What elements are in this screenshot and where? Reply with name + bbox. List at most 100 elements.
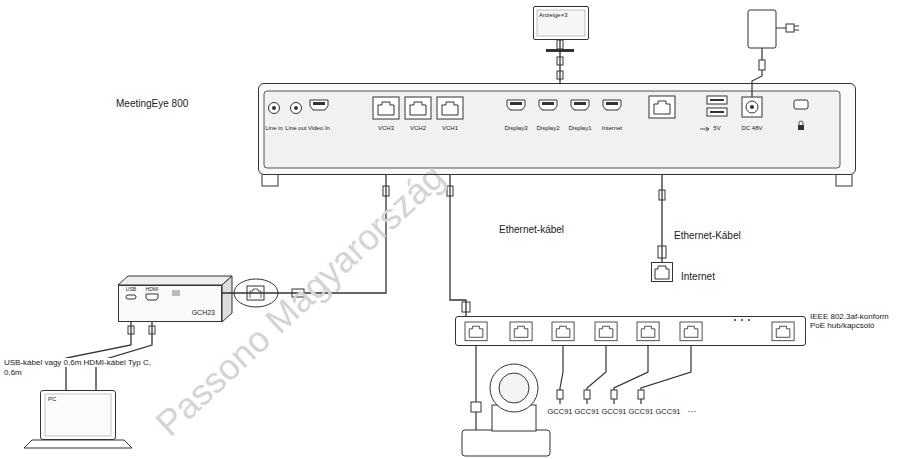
gch23-box: GCH23 <box>118 285 222 322</box>
audio-jack-core <box>294 106 298 110</box>
switch-label: IEEE 802.3af-konform PoE hub/kapcsoló <box>810 312 898 330</box>
camera-label: GCC91 <box>601 408 626 417</box>
rj45-port <box>373 97 399 119</box>
audio-jack <box>291 103 302 114</box>
wall-socket: Internet <box>651 262 673 282</box>
more-dot <box>748 319 750 321</box>
rj45-port <box>595 322 617 341</box>
port-label: Display3 <box>504 125 527 132</box>
camera-lens <box>499 373 529 403</box>
laptop-screen <box>40 390 116 440</box>
port-label: VCH1 <box>442 125 458 132</box>
laptop-screen: PC <box>40 390 116 440</box>
port-label: Display1 <box>568 125 591 132</box>
device-name: MeetingEye 800 <box>116 98 188 110</box>
gch23-front <box>118 285 222 322</box>
monitor-screen: Anzeige×3 <box>533 6 589 40</box>
padlock-symbol <box>798 125 804 130</box>
plug-prongs <box>794 26 799 30</box>
more-dot <box>741 319 743 321</box>
port-label: Line in <box>265 125 283 132</box>
hdmi-port <box>603 100 621 110</box>
poe-switch: IEEE 802.3af-konform PoE hub/kapcsoló <box>455 316 806 346</box>
port-label: Line out <box>285 125 306 132</box>
rj45-port <box>552 322 574 341</box>
camera-label: GCC91 <box>574 408 599 417</box>
cable-plug <box>584 390 590 399</box>
usb-symbol <box>700 127 709 131</box>
wall-socket <box>651 262 673 282</box>
cable-plug <box>759 60 765 70</box>
watermark: Passono Magyarország <box>148 156 453 444</box>
monitor-label: Anzeige×3 <box>539 12 568 19</box>
computer-label: PC <box>48 396 56 403</box>
wall-socket-jack <box>655 266 669 279</box>
camera-base <box>462 430 550 456</box>
rj45-port <box>680 322 702 341</box>
rj45-port <box>649 96 675 118</box>
hdmi-port <box>571 100 589 110</box>
device-housing: MeetingEye 800 <box>258 83 856 175</box>
monitor-face <box>533 6 589 40</box>
laptop-display <box>45 394 111 436</box>
port-label: Display2 <box>536 125 559 132</box>
gcc91-cable <box>641 346 691 404</box>
cable-label: Ethernet-kábel <box>497 224 566 236</box>
dc-cable <box>752 48 762 97</box>
port-label: 5V <box>713 125 720 132</box>
camera-label: GCC91 <box>655 408 680 417</box>
hdmi-port <box>146 294 158 300</box>
usb-port <box>707 96 727 104</box>
cable-label: Ethernet-Kábel <box>672 230 743 242</box>
cable-note: USB-kábel vagy 0,6m HDMI-kábel Typ C, <box>4 358 151 367</box>
port-label: DC 48V <box>741 125 762 132</box>
rj45-port <box>637 322 659 341</box>
port-label: Video In <box>308 125 330 132</box>
port-label: Internet <box>602 125 622 132</box>
rj45-port <box>465 322 487 341</box>
padlock-shackle <box>799 121 803 125</box>
cable-plug <box>611 390 617 399</box>
port-panel <box>264 91 840 168</box>
port-label: VCH2 <box>410 125 426 132</box>
mains-plug <box>786 24 794 32</box>
device-body <box>258 83 856 175</box>
cable <box>222 175 386 293</box>
rj45-port <box>405 97 431 119</box>
hdmi-port <box>539 100 557 110</box>
hdmi-port <box>507 100 525 110</box>
cable <box>661 175 662 262</box>
cable-plug <box>638 390 644 399</box>
port-label: USB <box>126 287 136 293</box>
dc-jack <box>742 97 762 117</box>
port-label: HDMI <box>146 287 159 293</box>
power-adapter <box>748 10 776 48</box>
dc-jack-pin <box>750 105 754 109</box>
usb-port <box>707 108 727 116</box>
cable <box>450 175 466 316</box>
camera-label: GCC91 <box>547 408 572 417</box>
continuation-mark: ··· <box>688 406 697 416</box>
cable-note: 0,6m <box>4 368 22 377</box>
dc-jack-ring <box>746 101 758 113</box>
rj45-port <box>437 97 463 119</box>
usb-c-port <box>126 295 136 299</box>
camera-head <box>490 364 538 412</box>
monitor-screen <box>537 10 585 36</box>
cable <box>96 322 152 390</box>
network-label: Internet <box>681 271 715 283</box>
hdmi-port <box>310 100 328 110</box>
cable-plug <box>471 402 481 412</box>
camera-cable <box>475 346 476 430</box>
rj45-port <box>772 322 794 341</box>
audio-jack <box>269 103 280 114</box>
gch23-side <box>222 276 232 322</box>
cable <box>559 40 560 83</box>
camera-label: GCC91 <box>628 408 653 417</box>
usb-port-tongue <box>710 99 724 101</box>
more-dot <box>734 319 736 321</box>
audio-jack-core <box>272 106 276 110</box>
switch-face <box>455 316 806 346</box>
